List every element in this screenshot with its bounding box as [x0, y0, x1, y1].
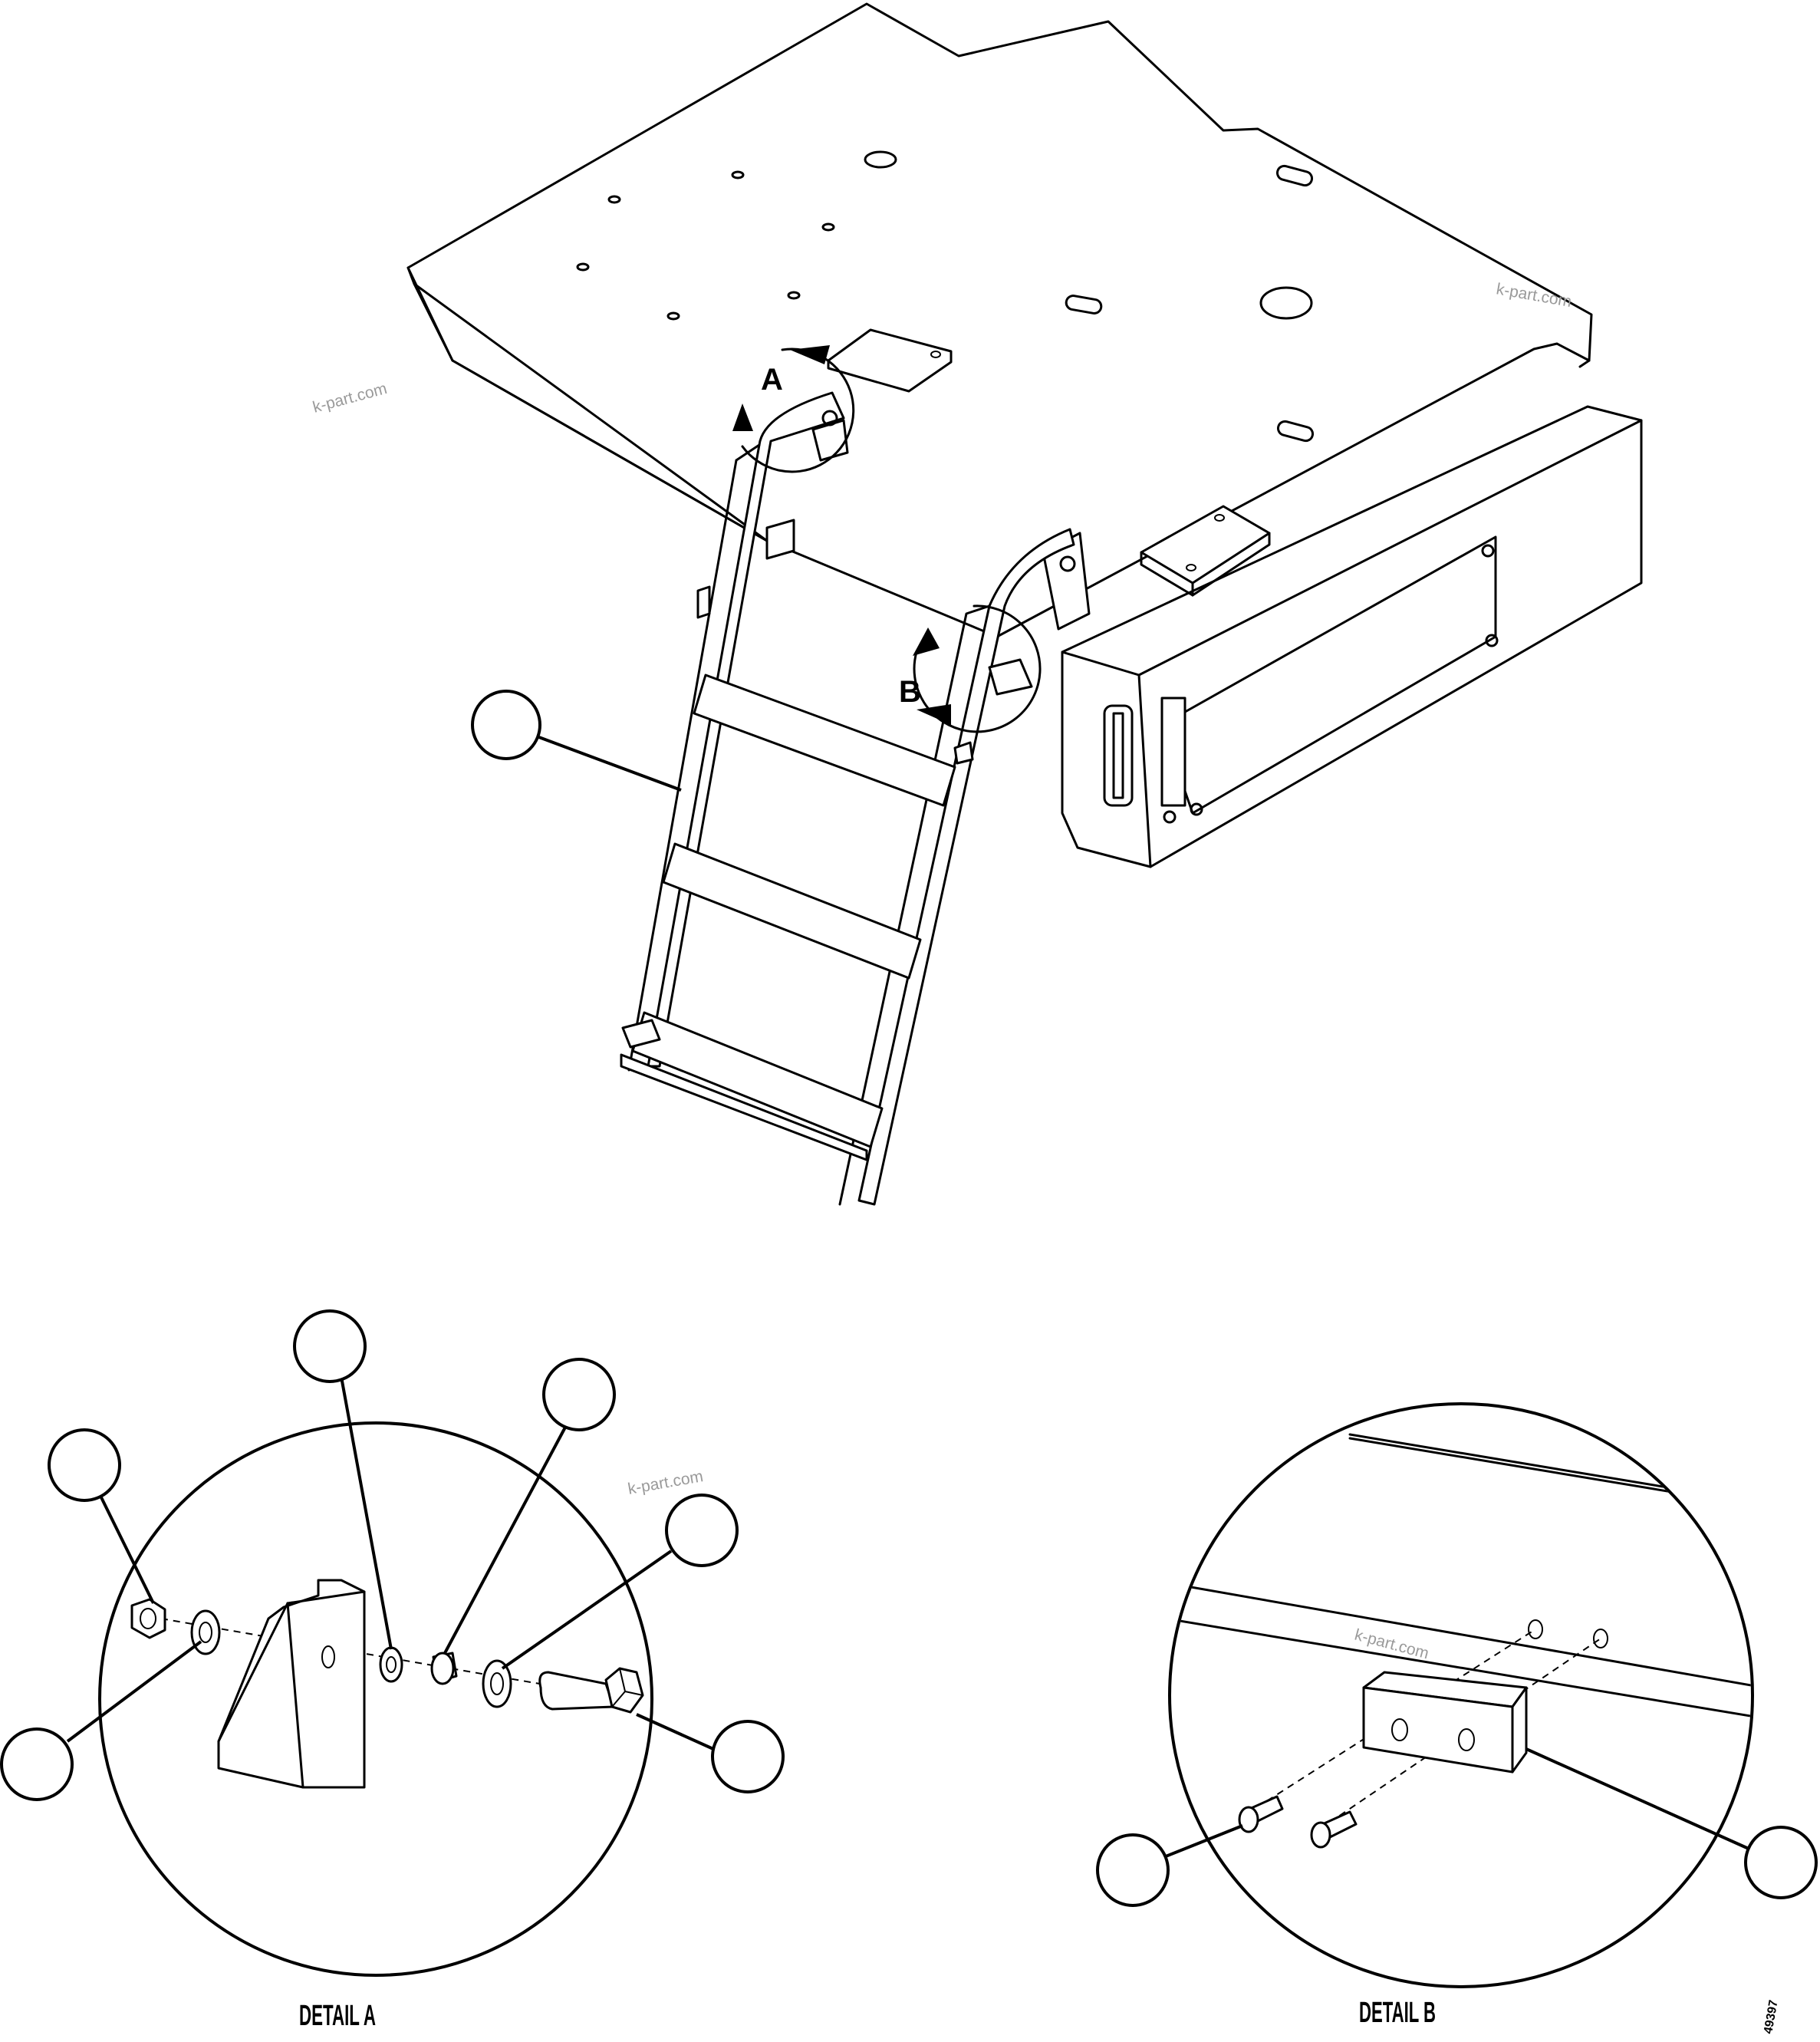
- plate-hole: [864, 150, 897, 169]
- item-balloon: [665, 1494, 739, 1567]
- item-balloon: [1096, 1833, 1170, 1907]
- item-balloon: [293, 1309, 367, 1383]
- item-balloon: [0, 1727, 74, 1801]
- ladder-rung: [662, 842, 922, 980]
- detail-b-callout: B: [899, 604, 1042, 733]
- detail-a-callout: A: [732, 345, 855, 473]
- arrow-left-icon: [790, 345, 830, 364]
- watermark: k-part.com: [311, 380, 389, 417]
- detail-a-circle: [98, 1421, 653, 1977]
- item-balloon: [48, 1428, 121, 1502]
- washer: [190, 1609, 221, 1655]
- hex-nut: [130, 1598, 166, 1639]
- plate-hole-large: [1259, 286, 1313, 320]
- detail-a-letter: A: [761, 363, 783, 397]
- detail-b-view: DETAIL B: [1096, 1402, 1818, 2029]
- ladder-rung: [693, 674, 956, 807]
- item-balloon: [542, 1358, 616, 1431]
- detail-b-caption: DETAIL B: [1359, 1997, 1436, 2029]
- ladder-rung-bottom: [620, 1053, 868, 1161]
- ladder: [620, 391, 1075, 1206]
- arrow-down-icon: [913, 627, 940, 656]
- item-balloon: [1744, 1826, 1818, 1899]
- detail-a-view: DETAIL A: [0, 1309, 785, 2032]
- watermark: k-part.com: [627, 1467, 705, 1498]
- detail-a-caption: DETAIL A: [299, 2000, 376, 2032]
- detail-b-letter: B: [899, 675, 921, 709]
- document-number: 49397: [1762, 1999, 1780, 2035]
- washer: [482, 1659, 512, 1708]
- arrow-left-icon: [917, 704, 951, 725]
- arrow-up-icon: [732, 403, 753, 431]
- item-balloon: [711, 1720, 785, 1793]
- item-balloon: [471, 690, 541, 760]
- washer: [379, 1646, 403, 1683]
- platform-assembly: [406, 2, 1643, 868]
